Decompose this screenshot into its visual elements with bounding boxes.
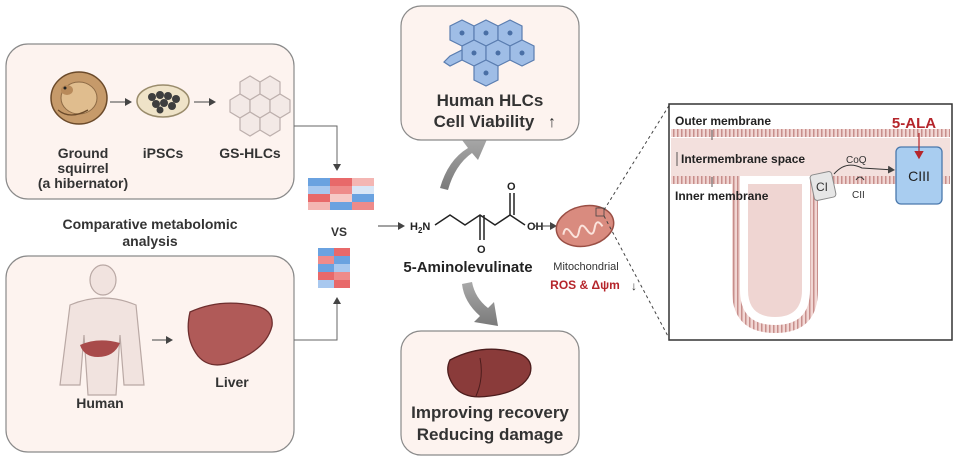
hydroxyl-label: OH bbox=[527, 221, 544, 233]
ground-squirrel-label-line2: squirrel bbox=[57, 160, 108, 176]
ros-label: ROS & Δψm bbox=[550, 278, 620, 292]
recovery-line1: Improving recovery bbox=[411, 403, 569, 422]
healthy-liver-illustration bbox=[447, 348, 532, 398]
vs-label: VS bbox=[331, 225, 347, 239]
comparative-analysis-title-line2: analysis bbox=[122, 233, 177, 249]
ground-squirrel-label-line1: Ground bbox=[58, 145, 109, 161]
ipsc-dish-illustration bbox=[136, 84, 190, 118]
arrow-up-to-viability bbox=[440, 137, 488, 190]
viability-up-arrow: ↑ bbox=[548, 114, 556, 131]
human-label: Human bbox=[76, 395, 123, 411]
mitochondrion-illustration bbox=[555, 204, 615, 248]
recovery-line2: Reducing damage bbox=[417, 425, 563, 444]
carboxyl-oxygen-label: O bbox=[507, 181, 516, 193]
ground-squirrel-panel: Ground squirrel (a hibernator) iPSCs GS-… bbox=[5, 43, 295, 200]
ros-down-arrow: ↓ bbox=[631, 279, 637, 293]
arrow-down-to-recovery bbox=[462, 282, 498, 326]
heatmap-bottom bbox=[318, 248, 350, 288]
gs-hlc-cells-illustration bbox=[229, 75, 291, 137]
mitochondrial-label: Mitochondrial bbox=[553, 261, 618, 273]
coq-label: CoQ bbox=[846, 155, 867, 166]
viability-line2: Cell Viability bbox=[434, 112, 535, 131]
ground-squirrel-illustration bbox=[50, 71, 108, 125]
ipscs-label: iPSCs bbox=[143, 145, 184, 161]
amine-group-label: H2N bbox=[410, 221, 430, 235]
aminolevulinate-structure bbox=[434, 193, 526, 240]
viability-line1: Human HLCs bbox=[437, 91, 544, 110]
ketone-oxygen-label: O bbox=[477, 244, 486, 256]
ciii-label: CIII bbox=[908, 168, 930, 184]
compound-name: 5-Aminolevulinate bbox=[403, 259, 532, 276]
intermembrane-space-label: Intermembrane space bbox=[681, 152, 805, 166]
membrane-detail-panel: CIII CI CoQ CII 5-ALA Outer membrane Int… bbox=[668, 103, 953, 341]
heatmap-top bbox=[308, 178, 374, 210]
comparative-analysis-title-line1: Comparative metabolomic bbox=[62, 216, 237, 232]
viability-panel: Human HLCs Cell Viability ↑ bbox=[400, 5, 580, 141]
cii-label: CII bbox=[852, 190, 865, 201]
human-panel: Human Liver bbox=[5, 255, 295, 453]
outer-membrane-label: Outer membrane bbox=[675, 114, 771, 128]
inner-membrane-label: Inner membrane bbox=[675, 189, 769, 203]
gs-hlcs-label: GS-HLCs bbox=[219, 145, 281, 161]
ground-squirrel-label-line3: (a hibernator) bbox=[38, 175, 128, 191]
human-body-illustration bbox=[59, 264, 145, 396]
recovery-panel: Improving recovery Reducing damage bbox=[400, 330, 580, 456]
ci-label: CI bbox=[816, 180, 828, 194]
ala-label: 5-ALA bbox=[892, 115, 936, 132]
liver-label: Liver bbox=[215, 374, 249, 390]
liver-illustration bbox=[187, 302, 273, 366]
